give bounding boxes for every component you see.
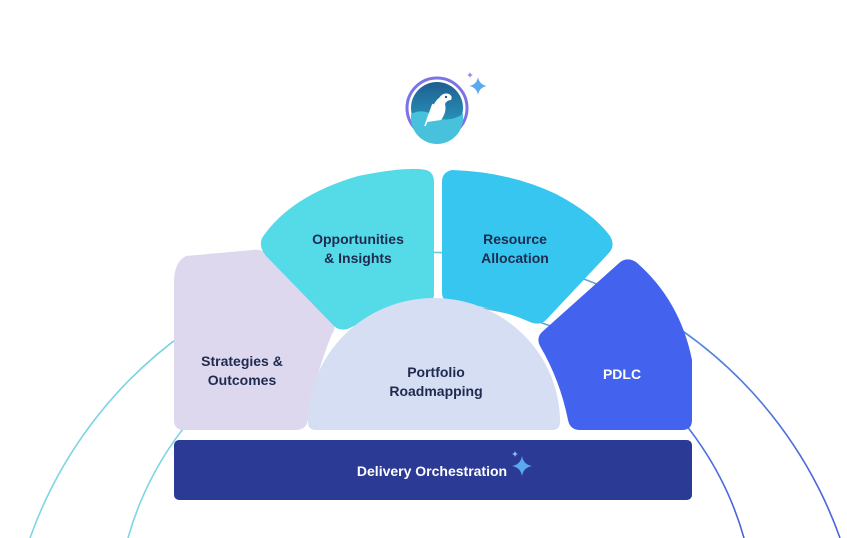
label-opportunities-line1: Opportunities bbox=[312, 231, 404, 247]
delivery-orchestration-bar[interactable] bbox=[174, 440, 692, 500]
segment-opportunities-insights[interactable] bbox=[260, 168, 434, 330]
segment-pdlc[interactable] bbox=[538, 259, 692, 430]
label-resource-line1: Resource bbox=[483, 231, 547, 247]
sparkle-icon bbox=[512, 451, 532, 476]
label-delivery-orchestration: Delivery Orchestration bbox=[357, 463, 507, 479]
label-resource-line2: Allocation bbox=[481, 250, 549, 266]
label-strategies-line1: Strategies & bbox=[201, 353, 283, 369]
label-opportunities-line2: & Insights bbox=[324, 250, 392, 266]
label-strategies-line2: Outcomes bbox=[208, 372, 277, 388]
label-portfolio-line2: Roadmapping bbox=[389, 383, 482, 399]
outer-ring bbox=[29, 251, 841, 538]
label-pdlc: PDLC bbox=[603, 366, 641, 382]
segment-portfolio-roadmapping[interactable] bbox=[308, 298, 560, 430]
logo-sparkle-icon bbox=[467, 72, 487, 95]
segment-strategies-outcomes[interactable] bbox=[174, 249, 335, 430]
segment-resource-allocation[interactable] bbox=[442, 170, 613, 324]
dragon-logo-icon[interactable] bbox=[405, 76, 469, 144]
label-portfolio-line1: Portfolio bbox=[407, 364, 465, 380]
